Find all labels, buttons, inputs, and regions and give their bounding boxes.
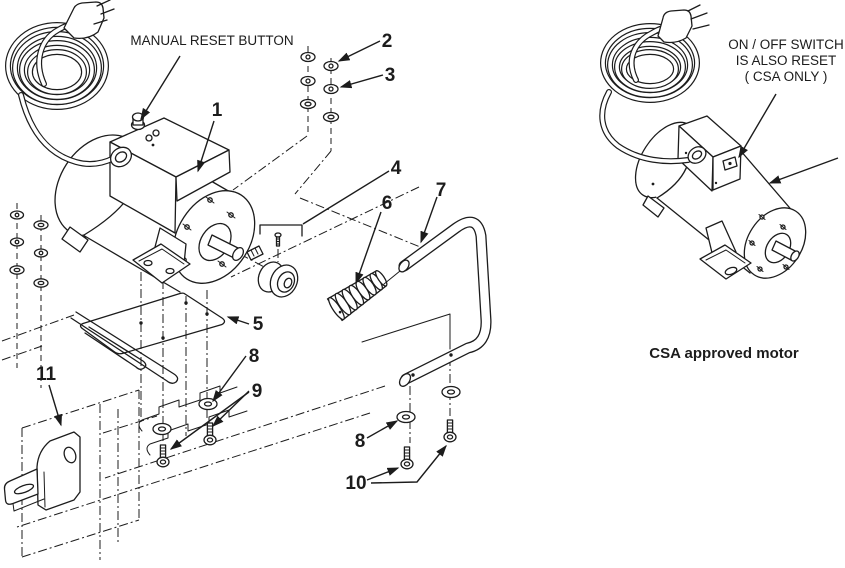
handle-tube <box>361 216 492 387</box>
slide-rail <box>70 311 179 384</box>
part-label-7: 7 <box>436 180 447 201</box>
cord-grip <box>326 270 401 322</box>
leader-2 <box>337 40 381 62</box>
motor-mount-foot <box>132 227 191 284</box>
csa-power-cord <box>599 4 710 165</box>
cord-coil <box>5 22 109 110</box>
hardware-column-left <box>9 210 49 288</box>
screw-part10 <box>443 419 457 443</box>
leader-1 <box>197 120 215 173</box>
part-label-8-lower: 8 <box>355 431 366 452</box>
csa-caption: CSA approved motor <box>649 345 799 362</box>
leader-8-upper <box>212 355 247 403</box>
shaft-key <box>246 245 264 261</box>
part-label-11: 11 <box>36 364 57 385</box>
leader-csa-note <box>738 93 777 159</box>
power-plug-icon <box>63 0 115 40</box>
screw-part10 <box>400 446 414 470</box>
part-label-4: 4 <box>391 158 402 179</box>
csa-motor-mount-foot <box>699 220 752 280</box>
leader-manual-reset <box>140 55 181 121</box>
box-terminal <box>145 134 153 142</box>
part-label-8-upper: 8 <box>249 346 260 367</box>
part-label-2: 2 <box>382 31 393 52</box>
screw-part9 <box>203 422 217 446</box>
leader-10b <box>370 444 447 484</box>
leader-5 <box>226 316 250 325</box>
phantom-projection-lines <box>1 46 431 560</box>
part-label-10: 10 <box>345 473 366 494</box>
leader-8-lower <box>366 420 399 439</box>
hardware-column-top <box>299 51 340 123</box>
mounting-plate-part5 <box>70 292 226 384</box>
tube-open-end <box>398 259 410 273</box>
pulley-and-setscrew <box>257 224 303 298</box>
screws <box>156 419 457 470</box>
leader-arrows <box>48 40 839 484</box>
leader-6 <box>355 211 382 285</box>
screw-part9 <box>156 444 170 468</box>
csa-motor-figure <box>599 4 807 280</box>
diagram-text: MANUAL RESET BUTTON 1 2 3 4 5 6 7 8 9 8 … <box>36 31 844 494</box>
mount-bracket-part11 <box>3 431 81 512</box>
leader-10a <box>366 467 400 481</box>
part-label-3: 3 <box>385 65 396 86</box>
on-off-switch <box>722 156 738 171</box>
tube-flat-end <box>398 373 412 387</box>
csa-note-line2: IS ALSO RESET <box>736 53 837 68</box>
motor-end-cap <box>172 190 256 284</box>
leader-11 <box>48 384 63 427</box>
csa-power-plug-icon <box>657 4 710 44</box>
power-cord-assembly <box>5 0 133 168</box>
csa-note-line3: ( CSA ONLY ) <box>745 69 828 84</box>
part-label-5: 5 <box>253 314 264 335</box>
leader-csa-motor <box>768 157 839 184</box>
leader-7 <box>420 196 438 244</box>
leader-9b <box>169 391 250 450</box>
pulley <box>257 261 299 298</box>
callout-manual-reset-label: MANUAL RESET BUTTON <box>130 33 293 48</box>
box-terminal <box>152 129 160 137</box>
part-label-6: 6 <box>382 193 393 214</box>
leader-4 <box>302 170 390 225</box>
csa-motor-end-cap <box>743 207 807 279</box>
leader-3 <box>339 74 384 89</box>
csa-note-line1: ON / OFF SWITCH <box>728 37 844 52</box>
motor-assembly <box>54 112 264 293</box>
part-label-9: 9 <box>252 381 263 402</box>
part-label-1: 1 <box>212 100 223 121</box>
